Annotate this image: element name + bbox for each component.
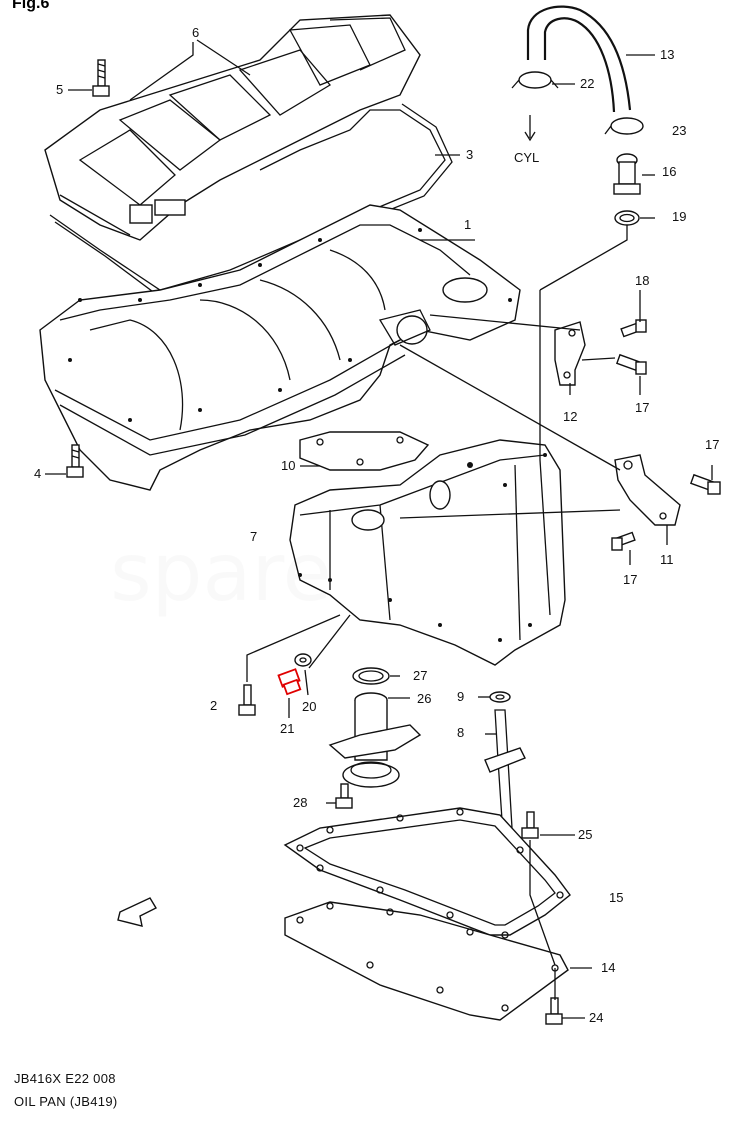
bolt-part-25 — [521, 811, 539, 839]
bracket-part-11 — [614, 454, 681, 526]
callout-5: 5 — [56, 82, 64, 97]
callout-22: 22 — [580, 76, 595, 91]
bolt-part-17-b — [689, 473, 721, 495]
hose-part-13 — [526, 5, 632, 113]
bolt-part-5 — [92, 59, 110, 97]
washer-part-9 — [489, 691, 511, 703]
callout-11: 11 — [660, 552, 674, 567]
callout-18: 18 — [635, 273, 650, 288]
callout-10: 10 — [281, 458, 296, 473]
clamp-part-22 — [511, 71, 559, 89]
watermark: spare — [110, 526, 332, 619]
bolt-part-24 — [545, 997, 563, 1025]
callout-2: 2 — [210, 698, 218, 713]
callout-25: 25 — [578, 827, 593, 842]
bolt-part-2 — [238, 684, 256, 716]
callout-21: 21 — [280, 721, 295, 736]
callout-28: 28 — [293, 795, 308, 810]
callout-15: 15 — [609, 890, 624, 905]
header-fragment: Fig.6 — [10, 0, 80, 12]
leader-lines — [45, 39, 713, 1019]
callout-9: 9 — [457, 689, 465, 704]
cyl-arrow — [524, 115, 536, 142]
bolt-part-17-a — [615, 353, 647, 375]
plate-part-14 — [284, 901, 569, 1021]
baffle-plate-part-6 — [44, 14, 421, 241]
callout-7: 7 — [250, 529, 258, 544]
bolt-part-28 — [335, 783, 353, 809]
gasket-part-20 — [294, 653, 312, 667]
callout-17-c: 17 — [623, 572, 638, 587]
gasket-part-15 — [283, 807, 571, 939]
footer-code: JB416X E22 008 — [14, 1071, 116, 1086]
callout-12: 12 — [563, 409, 578, 424]
callout-27: 27 — [413, 668, 428, 683]
strainer-part-26 — [328, 692, 422, 788]
o-ring-part-27 — [352, 667, 390, 685]
callout-1: 1 — [464, 217, 472, 232]
callout-13: 13 — [660, 47, 675, 62]
callout-17-a: 17 — [635, 400, 650, 415]
front-direction-arrow — [117, 897, 157, 927]
drain-plug-part-21 — [277, 668, 302, 696]
callout-17-b: 17 — [705, 437, 720, 452]
callout-6: 6 — [192, 25, 200, 40]
callout-8: 8 — [457, 725, 465, 740]
callout-14: 14 — [601, 960, 616, 975]
callout-23: 23 — [672, 123, 687, 138]
oil-pan-lower-part-7 — [289, 439, 566, 666]
header-fragment-text: Fig.6 — [12, 0, 49, 12]
oil-pan-upper-part-1 — [39, 204, 521, 491]
callout-19: 19 — [672, 209, 687, 224]
bolt-part-17-c — [611, 531, 636, 551]
gasket-part-19 — [614, 210, 640, 226]
bolt-part-4 — [66, 444, 84, 478]
footer-title: OIL PAN (JB419) — [14, 1094, 118, 1109]
callout-20: 20 — [302, 699, 317, 714]
bolt-part-18 — [620, 319, 647, 338]
clamp-part-23 — [604, 117, 644, 135]
callout-26: 26 — [417, 691, 432, 706]
callout-4: 4 — [34, 466, 42, 481]
gasket-part-10 — [299, 431, 430, 471]
callout-3: 3 — [466, 147, 474, 162]
bracket-part-12 — [554, 321, 586, 386]
cyl-label: CYL — [514, 150, 540, 165]
union-part-16 — [613, 153, 641, 195]
callout-16: 16 — [662, 164, 677, 179]
callout-24: 24 — [589, 1010, 604, 1025]
